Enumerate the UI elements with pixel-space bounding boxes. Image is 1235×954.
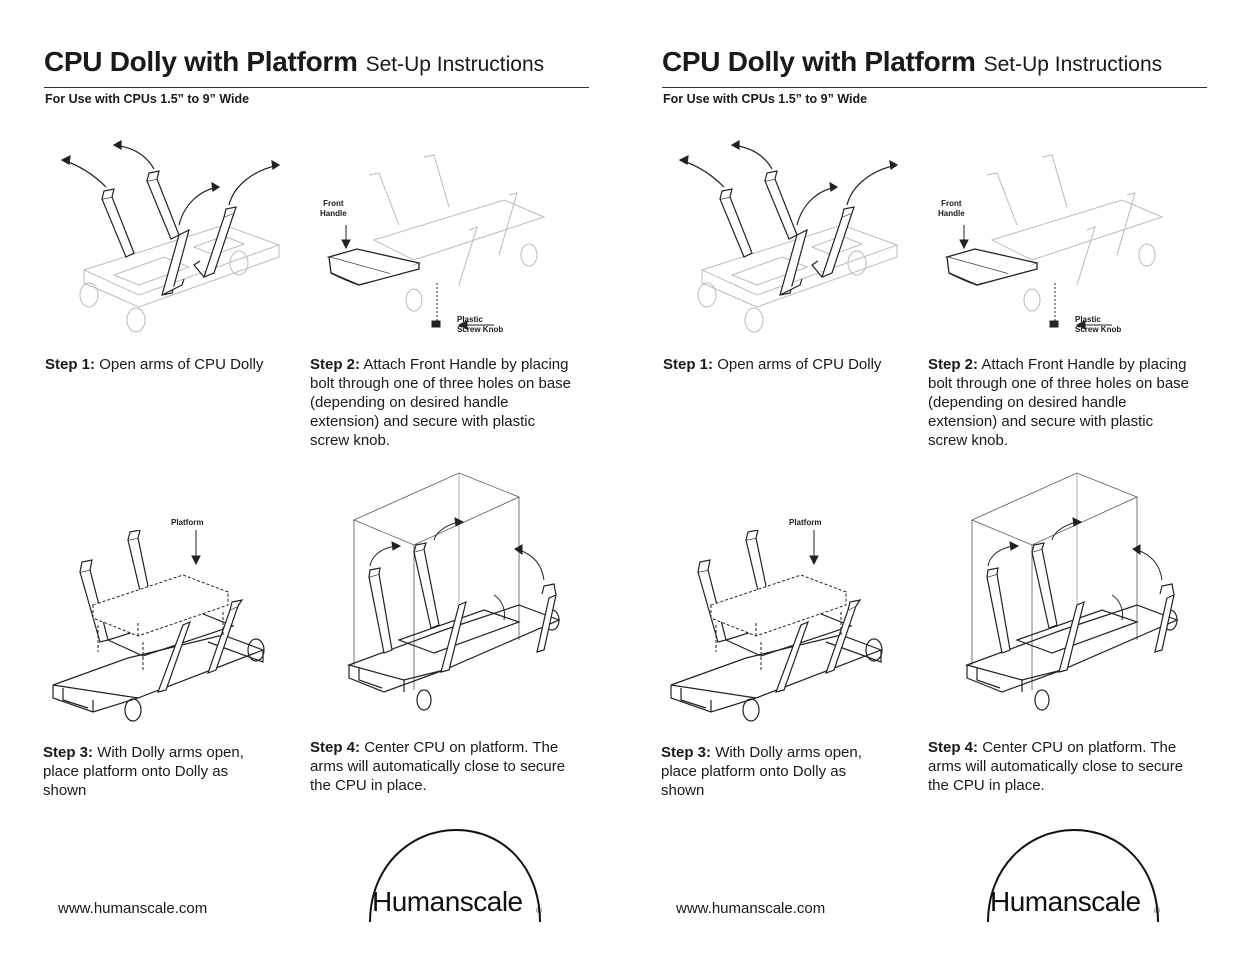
step2-front-handle-illustration: [937, 145, 1167, 340]
logo-arc: [364, 828, 554, 928]
title-divider: [44, 87, 589, 88]
title-suffix: Set-Up Instructions: [365, 53, 545, 76]
logo-wordmark: Humanscale: [990, 886, 1141, 917]
title-divider: [662, 87, 1207, 88]
logo-registered-mark: ®: [1154, 906, 1160, 915]
title-main: CPU Dolly with Platform: [44, 46, 358, 77]
humanscale-logo: Humanscale ®: [982, 828, 1172, 928]
website-url: www.humanscale.com: [58, 900, 208, 917]
step-2-text: Step 2: Attach Front Handle by placing b…: [310, 356, 572, 449]
step3-platform-illustration: [48, 530, 278, 735]
logo-registered-mark: ®: [536, 906, 542, 915]
step-3-text: Step 3: With Dolly arms open, place plat…: [43, 744, 244, 799]
logo-arc: [982, 828, 1172, 928]
subtitle: For Use with CPUs 1.5” to 9” Wide: [663, 92, 868, 106]
step-2-text: Step 2: Attach Front Handle by placing b…: [928, 356, 1190, 449]
page-title: CPU Dolly with Platform Set-Up Instructio…: [662, 46, 1162, 78]
step3-platform-illustration: [666, 530, 896, 735]
subtitle: For Use with CPUs 1.5” to 9” Wide: [45, 92, 250, 106]
step1-dolly-illustration: [672, 135, 912, 345]
step-1-text: Step 1: Open arms of CPU Dolly: [663, 356, 882, 373]
step-4-text: Step 4: Center CPU on platform. The arms…: [310, 739, 566, 794]
title-suffix: Set-Up Instructions: [983, 53, 1163, 76]
step-1-text: Step 1: Open arms of CPU Dolly: [45, 356, 264, 373]
step4-cpu-illustration: [344, 470, 574, 720]
step-4-text: Step 4: Center CPU on platform. The arms…: [928, 739, 1184, 794]
callout-platform: Platform: [789, 518, 822, 527]
step2-front-handle-illustration: [319, 145, 549, 340]
page-title: CPU Dolly with Platform Set-Up Instructio…: [44, 46, 544, 78]
logo-wordmark: Humanscale: [372, 886, 523, 917]
step-3-text: Step 3: With Dolly arms open, place plat…: [661, 744, 862, 799]
step1-dolly-illustration: [54, 135, 294, 345]
callout-platform: Platform: [171, 518, 204, 527]
instruction-sheet-right: CPU Dolly with Platform Set-Up Instructio…: [661, 0, 1222, 954]
website-url: www.humanscale.com: [676, 900, 826, 917]
instruction-sheet-left: CPU Dolly with Platform Set-Up Instructio…: [43, 0, 604, 954]
title-main: CPU Dolly with Platform: [662, 46, 976, 77]
humanscale-logo: Humanscale ®: [364, 828, 554, 928]
step4-cpu-illustration: [962, 470, 1192, 720]
